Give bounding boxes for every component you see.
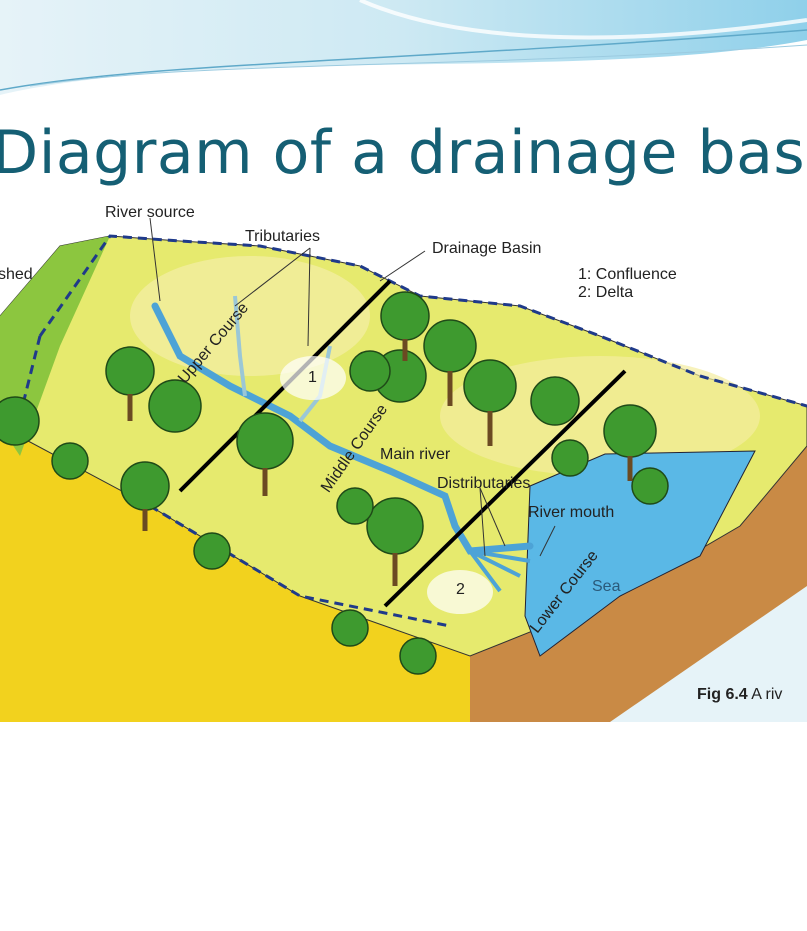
label-river-mouth: River mouth xyxy=(528,504,615,521)
label-tributaries: Tributaries xyxy=(245,228,320,245)
label-river-source: River source xyxy=(105,204,195,221)
diagram-illustration xyxy=(0,217,807,722)
trees xyxy=(0,291,669,675)
marker-confluence xyxy=(280,356,346,400)
legend-delta: 2: Delta xyxy=(578,284,634,301)
figure-caption: Fig 6.4 A riv xyxy=(697,686,782,704)
tributary xyxy=(233,295,247,397)
label-main-river: Main river xyxy=(380,446,451,463)
decorative-wave-banner xyxy=(0,0,807,95)
figure-caption-text: A riv xyxy=(751,686,783,703)
label-distributaries: Distributaries xyxy=(437,475,531,492)
label-drainage-basin: Drainage Basin xyxy=(432,240,542,257)
marker-2-label: 2 xyxy=(456,581,465,598)
course-divider-2 xyxy=(383,369,627,608)
cliff-left xyxy=(0,426,470,722)
marker-1-label: 1 xyxy=(308,369,317,386)
label-sea: Sea xyxy=(592,578,621,595)
slide-title: Diagram of a drainage basi xyxy=(0,118,807,188)
drainage-basin-diagram: River source Tributaries Drainage Basin … xyxy=(0,196,807,722)
label-watershed: shed xyxy=(0,266,33,283)
figure-number: Fig 6.4 xyxy=(697,686,748,703)
legend-confluence: 1: Confluence xyxy=(578,266,677,283)
marker-delta xyxy=(427,570,493,614)
main-river xyxy=(151,302,534,555)
